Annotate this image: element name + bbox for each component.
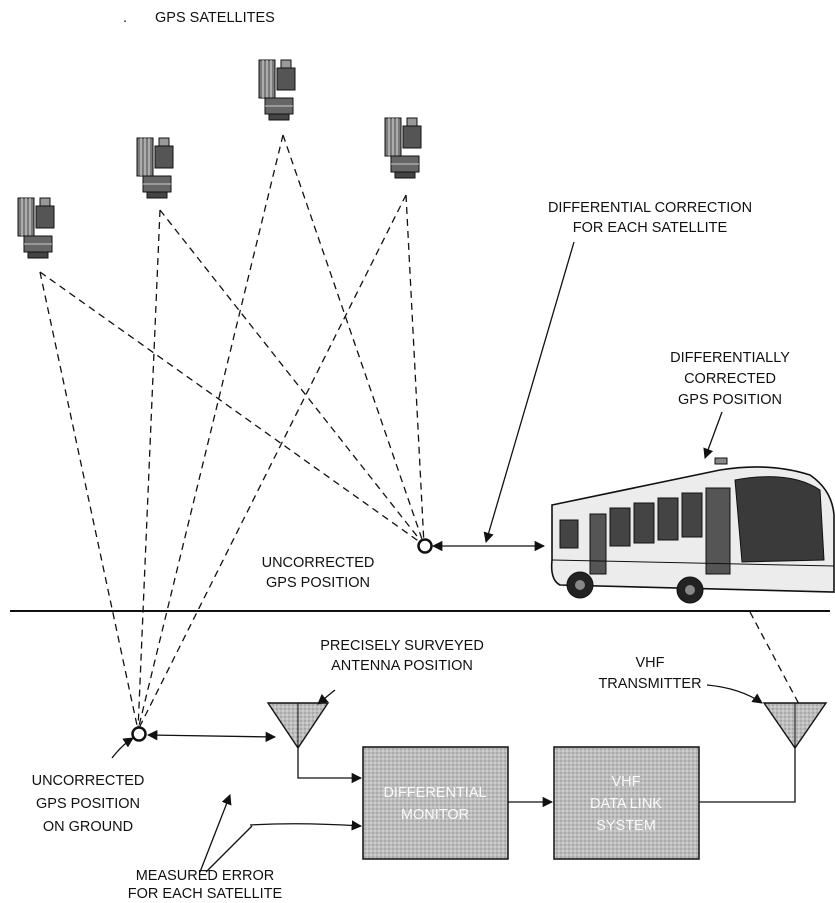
satellite-icon [136, 137, 174, 199]
satellite-icon [384, 117, 422, 179]
signal-lines [39, 134, 801, 731]
vhf-transmitter-antenna-icon [762, 702, 828, 750]
surveyed-antenna-label-1: PRECISELY SURVEYED [320, 638, 484, 654]
surveyed-antenna-icon [266, 702, 330, 750]
corrected-position-label-2: CORRECTED [684, 371, 776, 387]
ground-position-marker [131, 726, 147, 742]
vhf-data-link-label-3: SYSTEM [596, 818, 656, 834]
connector-lines [111, 241, 796, 873]
uncorrected-position-label-1: UNCORRECTED [262, 555, 375, 571]
bullet-mark: . [123, 10, 127, 26]
ground-position-label-3: ON GROUND [43, 819, 133, 835]
vhf-transmitter-label-1: VHF [636, 655, 665, 671]
vhf-transmitter-label-2: TRANSMITTER [598, 676, 701, 692]
measured-error-label-1: MEASURED ERROR [136, 868, 275, 884]
measured-error-label-2: FOR EACH SATELLITE [128, 886, 283, 902]
differential-monitor-box [362, 746, 509, 860]
vhf-data-link-box [553, 746, 700, 860]
satellite-icon [17, 197, 55, 259]
corrected-position-label-1: DIFFERENTIALLY [670, 350, 790, 366]
vhf-data-link-label-1: VHF [612, 774, 641, 790]
differential-monitor-label-2: MONITOR [401, 807, 469, 823]
uncorrected-position-marker [417, 538, 433, 554]
ground-position-label-1: UNCORRECTED [32, 773, 145, 789]
surveyed-antenna-label-2: ANTENNA POSITION [331, 658, 473, 674]
differential-correction-label-2: FOR EACH SATELLITE [573, 220, 728, 236]
differential-monitor-label-1: DIFFERENTIAL [383, 785, 486, 801]
vhf-data-link-label-2: DATA LINK [590, 796, 662, 812]
differential-correction-label-1: DIFFERENTIAL CORRECTION [548, 200, 752, 216]
corrected-position-label-3: GPS POSITION [678, 392, 782, 408]
uncorrected-position-label-2: GPS POSITION [266, 575, 370, 591]
bus-icon [550, 457, 835, 604]
satellite-icon [258, 59, 296, 121]
ground-position-label-2: GPS POSITION [36, 796, 140, 812]
gps-satellites-label: GPS SATELLITES [155, 10, 275, 26]
